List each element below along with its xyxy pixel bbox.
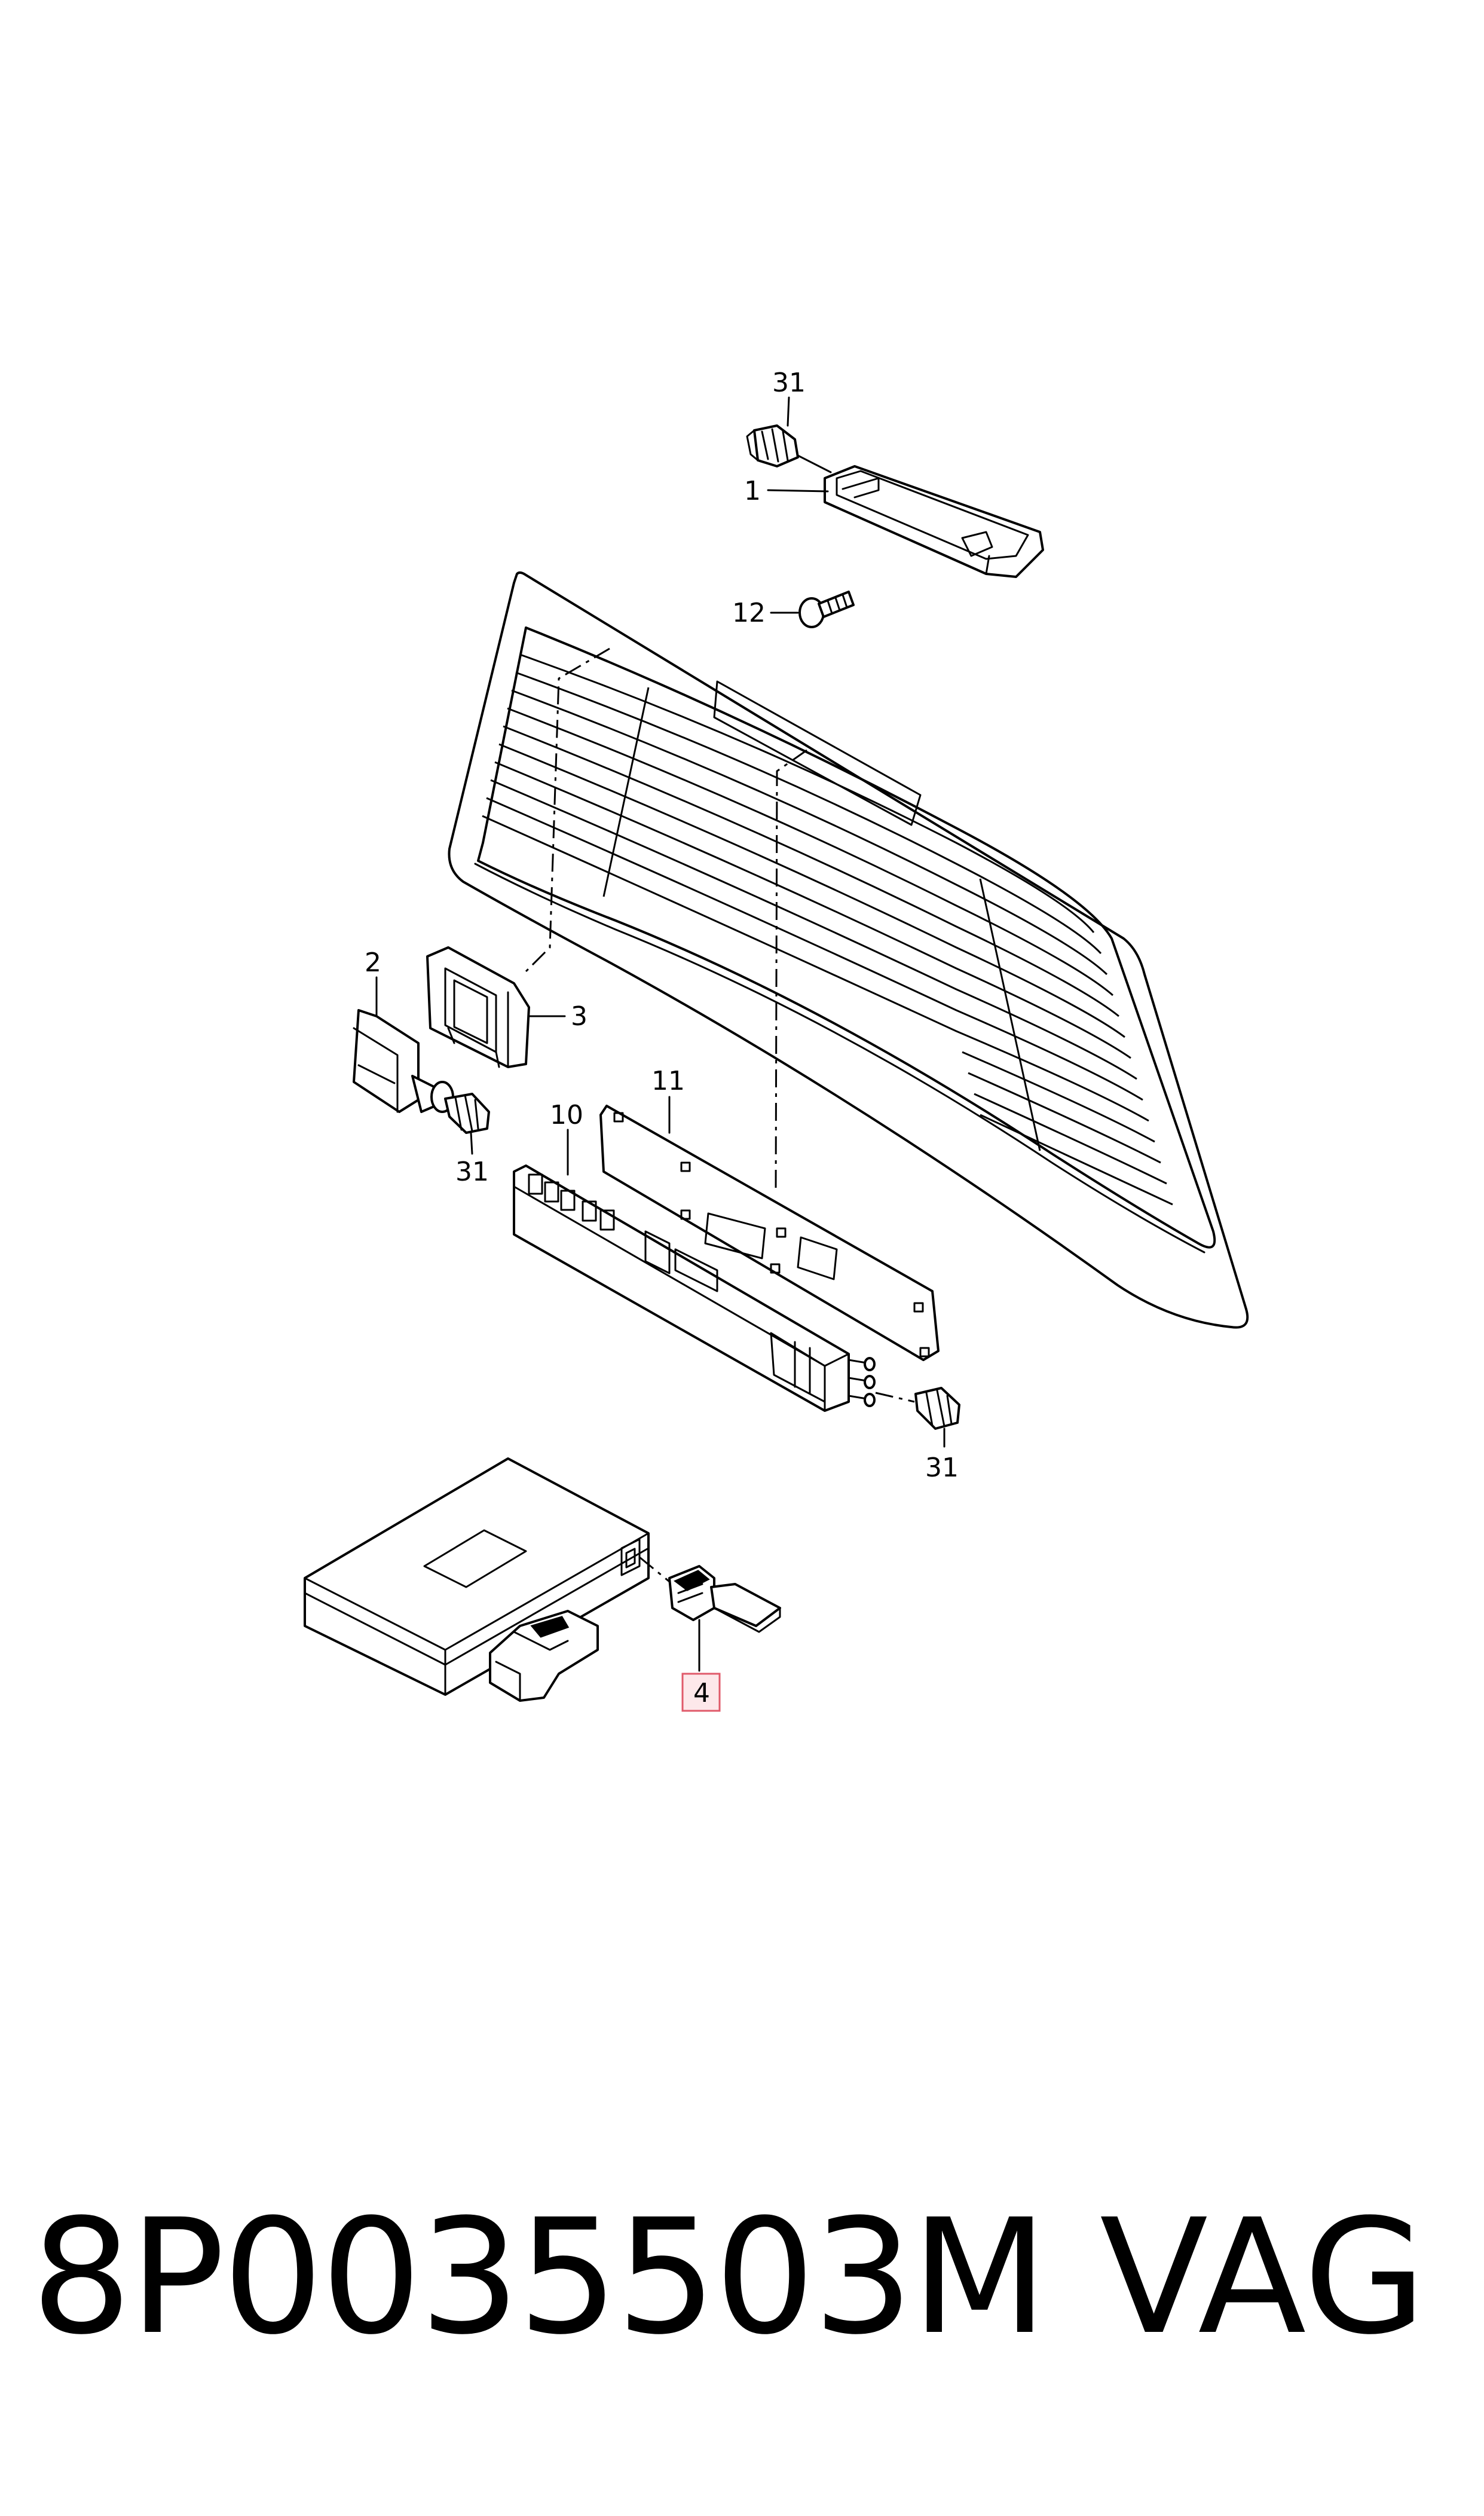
part-11-adhesive-plate (599, 1105, 940, 1361)
callout-11: 11 (651, 1066, 685, 1096)
footer: 8P0035503M VAG (0, 2182, 1484, 2373)
rear-window-glass (448, 571, 1249, 1329)
callout-31-left: 31 (455, 1157, 489, 1187)
callout-3: 3 (571, 1001, 588, 1032)
control-unit-box (304, 1457, 650, 1702)
callout-31-top: 31 (772, 368, 806, 398)
part-number: 8P0035503M (31, 2185, 1048, 2370)
leader-31-top (787, 396, 790, 427)
callout-31-right: 31 (925, 1453, 959, 1483)
guide-line-left (525, 647, 610, 973)
part-1-light-strip (824, 465, 1044, 578)
module-right-pins (847, 1357, 876, 1407)
callout-4-highlight-box[interactable] (681, 1673, 721, 1712)
guide-line-right-plug (875, 1392, 915, 1403)
part-31-top-connector (746, 424, 832, 473)
part-10-amplifier-module (513, 1164, 876, 1412)
callout-4[interactable]: 4 (693, 1678, 710, 1708)
guide-line-part-4 (639, 1556, 673, 1585)
guide-line-center (775, 749, 807, 1193)
part-2-connector (353, 1009, 454, 1113)
callout-12: 12 (732, 598, 766, 628)
callout-2: 2 (365, 947, 381, 978)
module-left-connectors (528, 1173, 718, 1292)
part-31-right-plug (914, 1387, 960, 1430)
part-3-bracket (426, 946, 530, 1068)
callout-1: 1 (744, 476, 761, 506)
part-4-cable-connector (668, 1565, 781, 1633)
heating-grid (482, 653, 1173, 1206)
part-12-screw (798, 591, 855, 628)
brand-label: VAG (1100, 2185, 1427, 2370)
leader-1 (767, 489, 829, 493)
leader-31-left (470, 1132, 473, 1155)
callout-10: 10 (550, 1100, 583, 1130)
part-31-left-plug (444, 1093, 490, 1134)
